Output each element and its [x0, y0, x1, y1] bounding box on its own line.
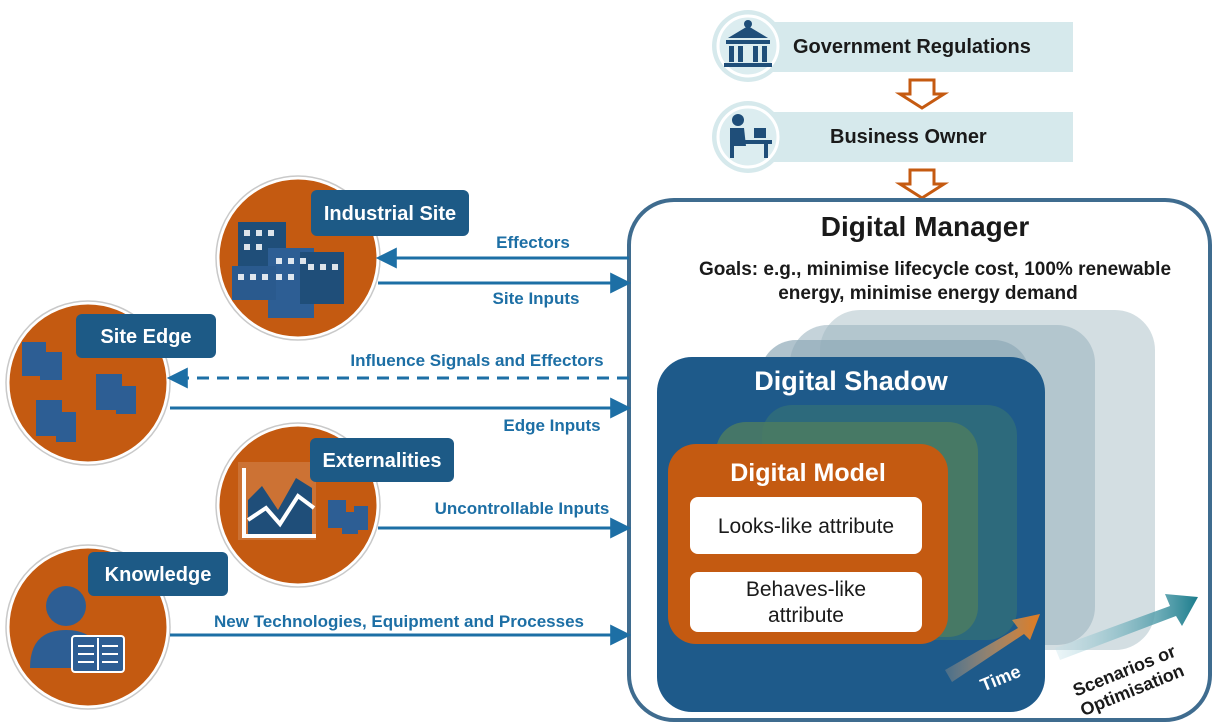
building-cluster-icon: [22, 342, 136, 442]
government-building-icon: [724, 20, 772, 67]
business-owner-box: Business Owner: [712, 101, 1073, 173]
edge-inputs-arrow: Edge Inputs: [170, 397, 632, 435]
effectors-label: Effectors: [496, 233, 570, 252]
knowledge-node: Knowledge: [5, 544, 228, 710]
owner-down-arrow: [894, 168, 950, 200]
behaves-like-attribute-box: Behaves-like attribute: [690, 572, 922, 632]
influence-signals-label: Influence Signals and Effectors: [350, 351, 603, 370]
government-regulations-box: Government Regulations: [712, 10, 1073, 82]
looks-like-label: Looks-like attribute: [718, 515, 894, 538]
goals-line-1: Goals: e.g., minimise lifecycle cost, 10…: [699, 259, 1171, 280]
behaves-like-label-1: Behaves-like: [746, 578, 866, 601]
behaves-like-label-2: attribute: [768, 604, 844, 627]
looks-like-attribute-box: Looks-like attribute: [690, 497, 922, 554]
line-chart-icon: [238, 462, 316, 540]
goals-line-2: energy, minimise energy demand: [778, 283, 1078, 304]
effectors-arrow: Effectors: [375, 233, 629, 269]
business-owner-label: Business Owner: [830, 126, 987, 148]
digital-model-panel: Digital Model Looks-like attribute Behav…: [668, 444, 948, 644]
externalities-node: Externalities: [215, 422, 454, 588]
person-at-desk-icon: [730, 114, 772, 158]
uncontrollable-inputs-arrow: Uncontrollable Inputs: [378, 499, 632, 539]
uncontrollable-inputs-label: Uncontrollable Inputs: [435, 499, 610, 518]
industrial-site-label: Industrial Site: [324, 203, 456, 225]
site-edge-label: Site Edge: [100, 326, 191, 348]
influence-signals-arrow: Influence Signals and Effectors: [166, 351, 629, 389]
regulations-down-arrow: [894, 78, 950, 110]
edge-inputs-label: Edge Inputs: [503, 416, 600, 435]
digital-manager-title: Digital Manager: [821, 211, 1030, 242]
site-edge-node: Site Edge: [5, 300, 216, 466]
new-technologies-arrow: New Technologies, Equipment and Processe…: [170, 612, 632, 646]
knowledge-label: Knowledge: [105, 564, 212, 586]
new-technologies-label: New Technologies, Equipment and Processe…: [214, 612, 584, 631]
digital-shadow-title: Digital Shadow: [754, 366, 949, 396]
site-inputs-label: Site Inputs: [493, 289, 580, 308]
government-regulations-label: Government Regulations: [793, 36, 1031, 58]
digital-model-title: Digital Model: [730, 459, 886, 487]
person-reading-icon: [30, 586, 125, 673]
buildings-icon: [232, 222, 344, 318]
externalities-label: Externalities: [323, 450, 442, 472]
small-buildings-icon: [328, 500, 368, 534]
industrial-site-node: Industrial Site: [215, 175, 469, 341]
site-inputs-arrow: Site Inputs: [378, 272, 632, 308]
